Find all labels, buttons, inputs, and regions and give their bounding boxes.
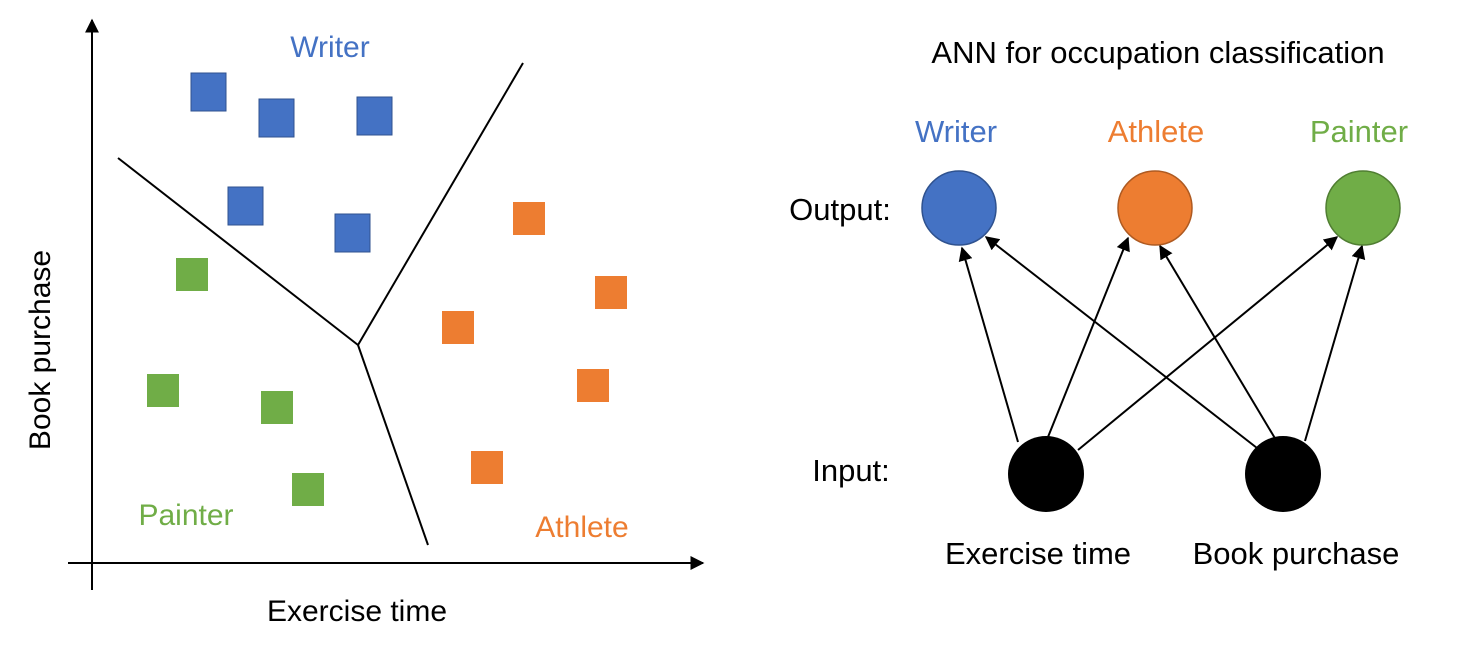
input-node-book-purchase (1245, 436, 1321, 512)
x-axis-label: Exercise time (267, 595, 447, 628)
writer-point (356, 96, 393, 136)
boundary-writer-athlete (357, 62, 524, 346)
edge-book-to-writer (984, 236, 1258, 449)
athlete-point (595, 276, 627, 309)
input-label-exercise-time: Exercise time (945, 536, 1131, 571)
edge-book-to-athlete (1159, 244, 1277, 441)
network-panel: ANN for occupation classification Writer… (789, 35, 1408, 571)
scatter-panel: Exercise time Book purchase Writer Paint… (24, 18, 705, 628)
region-label-athlete: Athlete (535, 511, 628, 544)
athlete-point (513, 202, 545, 235)
output-node-painter (1325, 170, 1401, 246)
edge-exercise-to-painter (1077, 236, 1339, 451)
region-label-painter: Painter (138, 499, 233, 532)
edge-exercise-to-athlete (1047, 236, 1130, 438)
region-label-writer: Writer (290, 31, 369, 64)
output-node-writer (921, 170, 997, 246)
output-label-writer: Writer (915, 114, 997, 149)
writer-point (227, 186, 264, 226)
painter-point (176, 258, 208, 291)
painter-point (261, 391, 293, 424)
input-row-label: Input: (812, 453, 890, 488)
boundary-writer-painter (117, 157, 359, 346)
athlete-point (577, 369, 609, 402)
edge-exercise-to-writer (958, 246, 1019, 443)
output-label-athlete: Athlete (1108, 114, 1205, 149)
athlete-point (442, 311, 474, 344)
output-node-athlete (1117, 170, 1193, 246)
input-node-exercise-time (1008, 436, 1084, 512)
painter-point (292, 473, 324, 506)
painter-point (147, 374, 179, 407)
y-axis-label: Book purchase (24, 250, 57, 450)
athlete-point (471, 451, 503, 484)
writer-point (190, 72, 227, 112)
output-row-label: Output: (789, 192, 891, 227)
writer-point (258, 98, 295, 138)
input-label-book-purchase: Book purchase (1193, 536, 1400, 571)
boundary-painter-athlete (357, 344, 429, 546)
writer-point (334, 213, 371, 253)
edge-book-to-painter (1304, 244, 1366, 442)
network-title: ANN for occupation classification (931, 35, 1384, 70)
output-label-painter: Painter (1310, 114, 1408, 149)
